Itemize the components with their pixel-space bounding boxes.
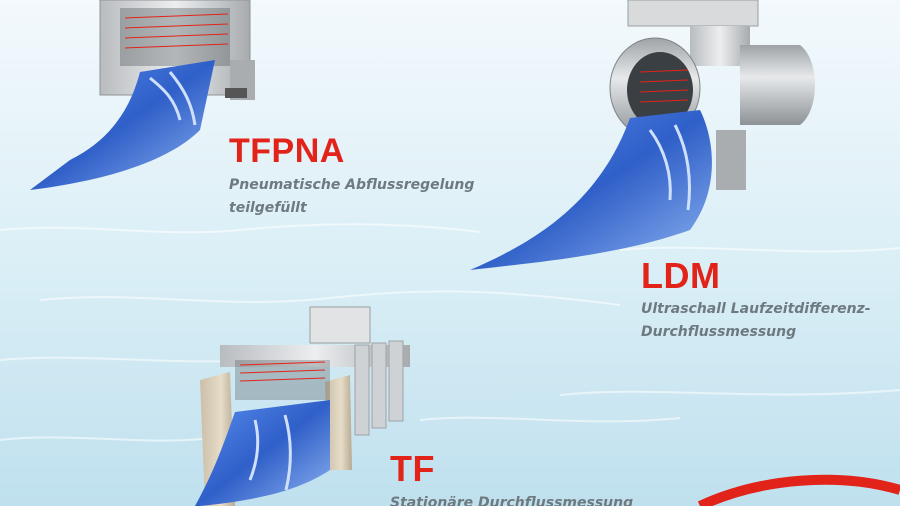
product-title-ldm: LDM bbox=[641, 255, 721, 296]
description-line: Durchflussmessung bbox=[641, 324, 797, 340]
decorative-red-arc bbox=[697, 474, 900, 506]
product-title-tfpna: TFPNA bbox=[229, 132, 345, 170]
description-line: Stationäre Durchflussmessung bbox=[390, 495, 634, 506]
description-line: Pneumatische Abflussregelung bbox=[229, 177, 475, 193]
tf-device-image bbox=[195, 306, 410, 506]
product-description-ldm: Ultraschall Laufzeitdifferenz- Durchflus… bbox=[641, 298, 871, 344]
tfpna-device-image bbox=[30, 0, 255, 190]
description-line: teilgefüllt bbox=[229, 200, 307, 216]
product-description-tfpna: Pneumatische Abflussregelung teilgefüllt bbox=[229, 174, 474, 220]
ldm-device-image bbox=[470, 0, 815, 270]
description-line: Ultraschall Laufzeitdifferenz- bbox=[641, 301, 871, 317]
product-description-tf: Stationäre Durchflussmessung bbox=[390, 492, 633, 506]
product-title-tf: TF bbox=[390, 448, 435, 489]
